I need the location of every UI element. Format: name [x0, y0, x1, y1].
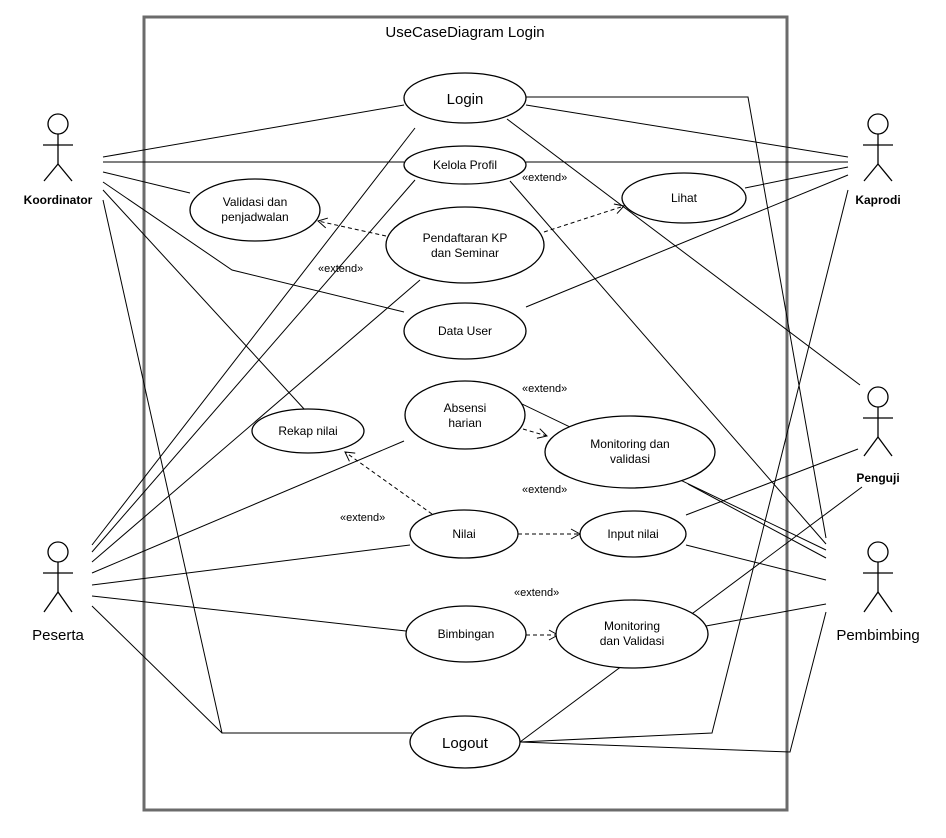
actor-koordinator[interactable]: Koordinator: [24, 113, 93, 207]
extend-label: «extend»: [514, 587, 559, 599]
usecase-validasi-penjadwalan[interactable]: Validasi dan penjadwalan: [189, 178, 321, 242]
extend-labels: «extend» «extend» «extend» «extend» «ext…: [318, 172, 567, 599]
usecase-logout[interactable]: Logout: [409, 715, 521, 769]
usecase-lihat[interactable]: Lihat: [621, 172, 747, 224]
use-cases: Login Kelola Profil Validasi dan penjadw…: [189, 72, 747, 769]
actor-peserta[interactable]: Peserta: [32, 541, 85, 644]
usecase-monitoring-validasi[interactable]: Monitoring dan validasi: [544, 415, 716, 489]
svg-text:Absensi: Absensi: [444, 401, 487, 415]
svg-text:Logout: Logout: [442, 735, 489, 752]
svg-text:Bimbingan: Bimbingan: [438, 627, 495, 641]
actor-kaprodi[interactable]: Kaprodi: [855, 113, 901, 207]
usecase-bimbingan[interactable]: Bimbingan: [405, 605, 527, 663]
diagram-title: UseCaseDiagram Login: [385, 24, 544, 41]
usecase-monitoring-bimbingan[interactable]: Monitoring dan Validasi: [555, 599, 709, 669]
extend-label: «extend»: [522, 484, 567, 496]
extend-label: «extend»: [522, 383, 567, 395]
usecase-nilai[interactable]: Nilai: [409, 509, 519, 559]
svg-text:harian: harian: [448, 416, 481, 430]
svg-text:Penguji: Penguji: [856, 471, 899, 485]
svg-text:Peserta: Peserta: [32, 627, 84, 644]
svg-text:Pembimbing: Pembimbing: [836, 627, 919, 644]
svg-text:Monitoring dan: Monitoring dan: [590, 437, 669, 451]
svg-text:Monitoring: Monitoring: [604, 619, 660, 633]
usecase-rekap-nilai[interactable]: Rekap nilai: [251, 408, 365, 454]
usecase-pendaftaran-kp[interactable]: Pendaftaran KP dan Seminar: [385, 206, 545, 284]
actor-pembimbing[interactable]: Pembimbing: [836, 541, 920, 644]
svg-text:Data User: Data User: [438, 324, 492, 338]
svg-text:dan Seminar: dan Seminar: [431, 246, 499, 260]
svg-text:Rekap nilai: Rekap nilai: [278, 424, 337, 438]
svg-text:dan Validasi: dan Validasi: [600, 634, 665, 648]
svg-text:penjadwalan: penjadwalan: [221, 210, 288, 224]
actor-penguji[interactable]: Penguji: [856, 386, 900, 485]
svg-text:validasi: validasi: [610, 452, 650, 466]
svg-text:Nilai: Nilai: [452, 527, 475, 541]
svg-text:Input nilai: Input nilai: [607, 527, 658, 541]
svg-text:Validasi dan: Validasi dan: [223, 195, 288, 209]
svg-text:Pendaftaran KP: Pendaftaran KP: [423, 231, 508, 245]
usecase-absensi-harian[interactable]: Absensi harian: [404, 380, 526, 450]
usecase-data-user[interactable]: Data User: [403, 302, 527, 360]
extend-dependencies: [316, 203, 625, 641]
svg-text:Login: Login: [447, 91, 484, 108]
extend-label: «extend»: [318, 263, 363, 275]
extend-label: «extend»: [522, 172, 567, 184]
usecase-kelola-profil[interactable]: Kelola Profil: [403, 145, 527, 185]
svg-text:Lihat: Lihat: [671, 191, 698, 205]
svg-text:Kelola Profil: Kelola Profil: [433, 158, 497, 172]
svg-text:Kaprodi: Kaprodi: [855, 193, 900, 207]
usecase-input-nilai[interactable]: Input nilai: [579, 510, 687, 558]
extend-label: «extend»: [340, 512, 385, 524]
svg-text:Koordinator: Koordinator: [24, 193, 93, 207]
associations: [91, 96, 863, 753]
usecase-login[interactable]: Login: [403, 72, 527, 124]
